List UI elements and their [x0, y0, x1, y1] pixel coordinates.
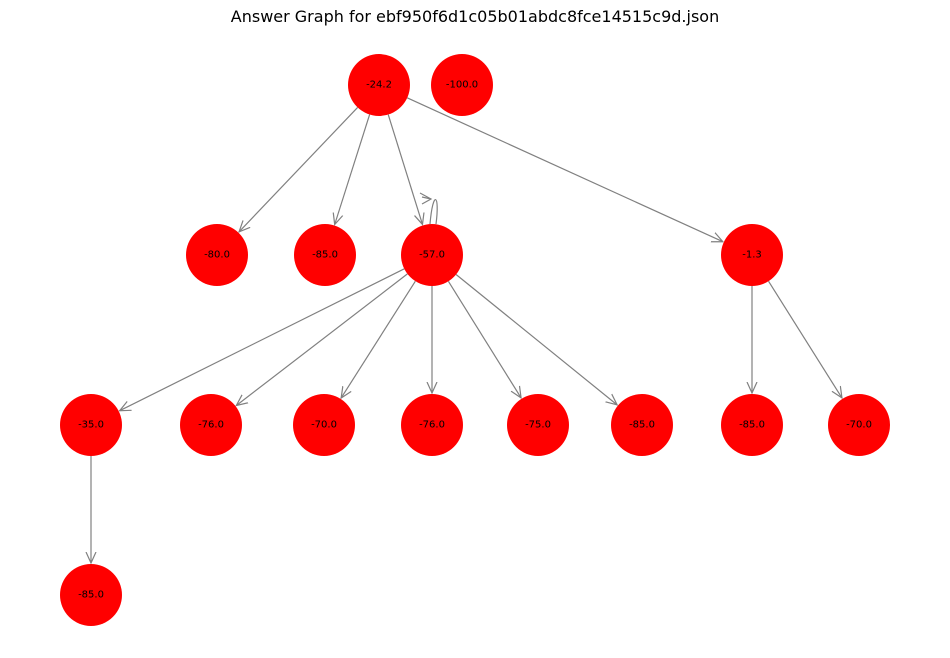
graph-node: -1.3: [721, 224, 783, 286]
graph-edge: [455, 274, 617, 405]
graph-edge: [341, 280, 416, 398]
node-label: -75.0: [525, 420, 551, 431]
node-circle: [507, 394, 569, 456]
node-label: -85.0: [78, 590, 104, 601]
graph-node: -85.0: [721, 394, 783, 456]
graph-edge: [387, 114, 422, 225]
node-label: -24.2: [366, 80, 392, 91]
graph-node: -70.0: [293, 394, 355, 456]
graph-node: -35.0: [60, 394, 122, 456]
graph-node: -85.0: [611, 394, 673, 456]
node-label: -35.0: [78, 420, 104, 431]
node-circle: [401, 394, 463, 456]
node-circle: [180, 394, 242, 456]
graph-node: -70.0: [828, 394, 890, 456]
graph-edge: [120, 268, 405, 411]
node-circle: [721, 394, 783, 456]
graph-node: -85.0: [60, 564, 122, 626]
node-label: -1.3: [742, 250, 762, 261]
graph-node: -57.0: [401, 224, 463, 286]
graph-edge: [236, 273, 408, 406]
node-label: -100.0: [446, 80, 478, 91]
graph-edge: [335, 114, 371, 225]
edge-layer: [91, 97, 842, 563]
node-circle: [611, 394, 673, 456]
graph-edge: [406, 97, 723, 242]
node-circle: [721, 224, 783, 286]
node-label: -80.0: [204, 250, 230, 261]
self-loop-edge: [421, 196, 438, 225]
graph-node: -85.0: [294, 224, 356, 286]
node-circle: [431, 54, 493, 116]
node-circle: [186, 224, 248, 286]
node-layer: -24.2 -100.0 -80.0 -85.0 -57.0 -1.3 -35.0 -76.0…: [60, 54, 890, 626]
graph-node: -100.0: [431, 54, 493, 116]
node-circle: [294, 224, 356, 286]
node-label: -85.0: [739, 420, 765, 431]
graph-node: -24.2: [348, 54, 410, 116]
node-circle: [401, 224, 463, 286]
graph-node: -80.0: [186, 224, 248, 286]
node-label: -57.0: [419, 250, 445, 261]
node-label: -70.0: [846, 420, 872, 431]
node-circle: [348, 54, 410, 116]
node-label: -85.0: [312, 250, 338, 261]
graph-title: Answer Graph for ebf950f6d1c05b01abdc8fc…: [230, 7, 720, 26]
node-circle: [60, 564, 122, 626]
graph-node: -76.0: [401, 394, 463, 456]
node-circle: [60, 394, 122, 456]
node-circle: [293, 394, 355, 456]
graph-edge: [447, 280, 521, 398]
node-label: -76.0: [198, 420, 224, 431]
graph-node: -75.0: [507, 394, 569, 456]
graph-edge: [239, 107, 359, 231]
node-circle: [828, 394, 890, 456]
node-label: -70.0: [311, 420, 337, 431]
node-label: -85.0: [629, 420, 655, 431]
node-label: -76.0: [419, 420, 445, 431]
graph-node: -76.0: [180, 394, 242, 456]
graph-edge: [768, 280, 842, 398]
